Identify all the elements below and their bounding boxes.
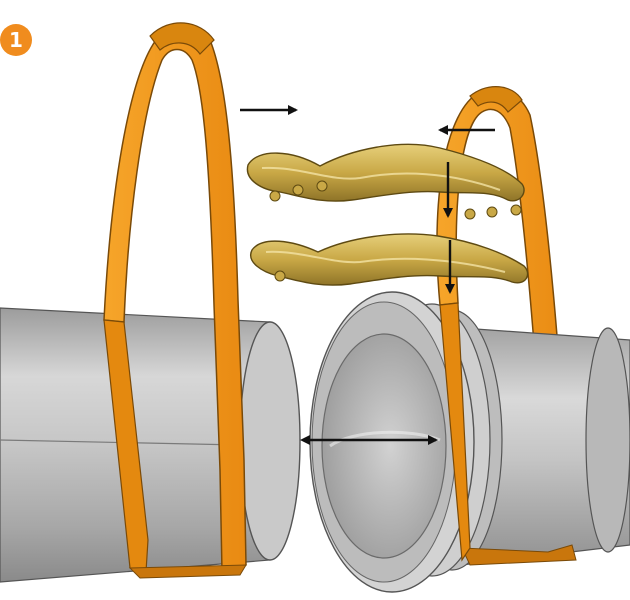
strap-loop-left	[103, 22, 247, 579]
pipe-left	[0, 307, 301, 583]
spring-clip-bottom	[250, 233, 529, 286]
arrows	[240, 105, 495, 445]
step-badge: 1	[0, 24, 32, 56]
spring-clip-top	[246, 143, 525, 220]
step-number: 1	[9, 28, 23, 52]
strap-loop-right-front	[439, 302, 577, 566]
